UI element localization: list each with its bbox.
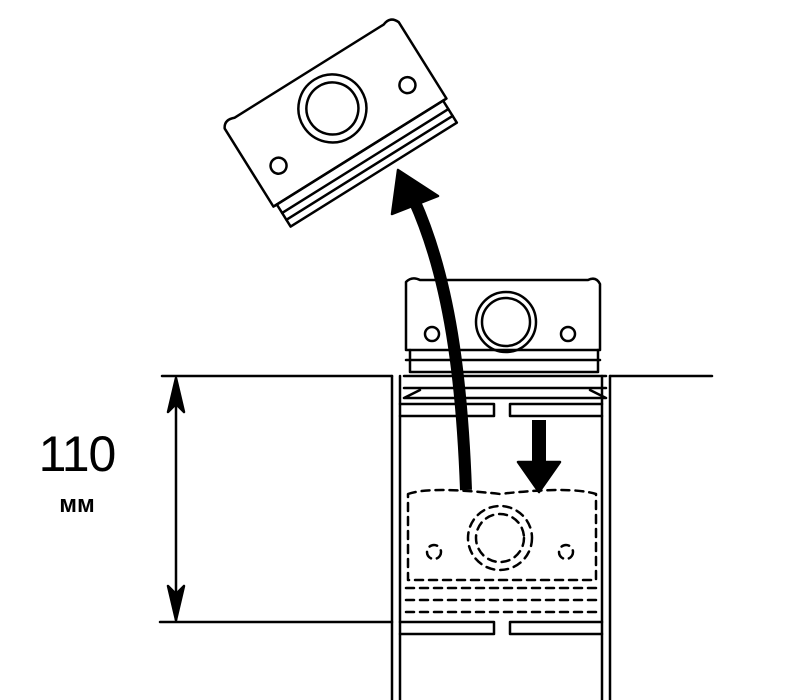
insertion-arrow [516,420,562,494]
piston-at-bore-top [402,277,608,400]
dimension-value: 110 [38,426,117,482]
removal-arrow [390,168,472,491]
piston-installed-dashed [404,488,600,614]
cylinder-bore [390,374,612,700]
dimension-unit: мм [59,491,95,518]
dimension-line [158,376,394,624]
piston-removed-tilted [223,18,459,228]
